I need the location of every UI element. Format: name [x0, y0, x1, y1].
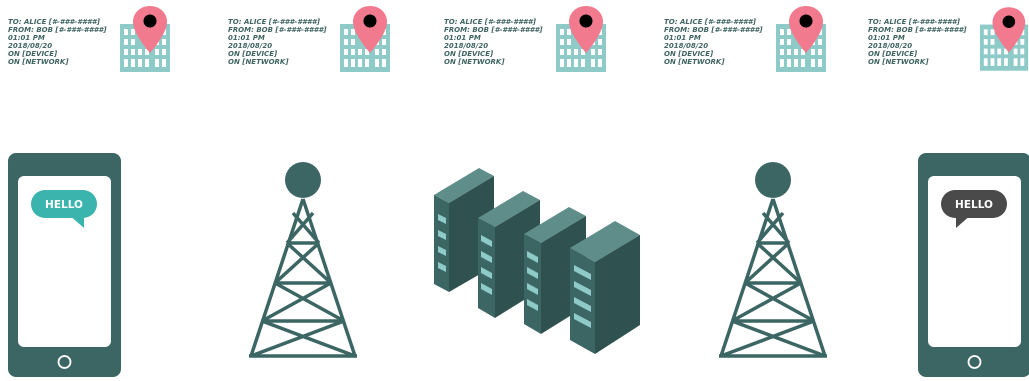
to-line: TO: ALICE [#-###-####]	[868, 18, 960, 26]
metadata-card-4: TO: ALICE [#-###-####] FROM: BOB [#-###-…	[664, 6, 834, 80]
location-pin-building-icon	[340, 6, 390, 72]
from-line: FROM: BOB [#-###-####]	[228, 26, 327, 35]
device-line: ON [DEVICE]	[8, 50, 58, 59]
from-line: FROM: BOB [#-###-####]	[444, 26, 543, 35]
network-line: ON [NETWORK]	[228, 58, 289, 67]
device-line: ON [DEVICE]	[444, 50, 494, 59]
network-line: ON [NETWORK]	[8, 58, 69, 67]
home-button-icon	[57, 355, 72, 369]
time-line: 01:01 PM	[444, 34, 481, 43]
from-line: FROM: BOB [#-###-####]	[868, 26, 967, 35]
metadata-card-5: TO: ALICE [#-###-####] FROM: BOB [#-###-…	[868, 7, 1029, 80]
time-line: 01:01 PM	[868, 34, 905, 43]
network-line: ON [NETWORK]	[664, 58, 725, 67]
chat-bubble-dark: HELLO	[941, 190, 1007, 228]
metadata-card-2: TO: ALICE [#-###-####] FROM: BOB [#-###-…	[228, 6, 398, 80]
date-line: 2018/08/20	[228, 42, 273, 51]
metadata-text: TO: ALICE [#-###-####] FROM: BOB [#-###-…	[228, 18, 348, 67]
time-line: 01:01 PM	[8, 34, 45, 43]
right-phone: HELLO	[918, 153, 1029, 377]
server-rack	[434, 168, 494, 292]
metadata-text: TO: ALICE [#-###-####] FROM: BOB [#-###-…	[664, 18, 784, 67]
server-rack	[570, 221, 640, 354]
smartphone-icon	[918, 153, 1029, 377]
home-button-icon	[967, 355, 982, 369]
date-line: 2018/08/20	[868, 42, 913, 51]
metadata-card-3: TO: ALICE [#-###-####] FROM: BOB [#-###-…	[444, 6, 614, 80]
to-line: TO: ALICE [#-###-####]	[228, 18, 320, 26]
from-line: FROM: BOB [#-###-####]	[8, 26, 107, 35]
chat-bubble-teal: HELLO	[31, 190, 97, 228]
from-line: FROM: BOB [#-###-####]	[664, 26, 763, 35]
metadata-text: TO: ALICE [#-###-####] FROM: BOB [#-###-…	[8, 18, 128, 67]
location-pin-building-icon	[776, 6, 826, 72]
server-racks-icon	[434, 168, 640, 354]
location-pin-building-icon	[120, 6, 170, 72]
date-line: 2018/08/20	[444, 42, 489, 51]
server-rack	[478, 191, 540, 318]
network-line: ON [NETWORK]	[444, 58, 505, 67]
device-line: ON [DEVICE]	[664, 50, 714, 59]
network-line: ON [NETWORK]	[868, 58, 929, 67]
bubble-text: HELLO	[955, 199, 993, 211]
to-line: TO: ALICE [#-###-####]	[8, 18, 100, 26]
metadata-text: TO: ALICE [#-###-####] FROM: BOB [#-###-…	[444, 18, 564, 67]
date-line: 2018/08/20	[8, 42, 53, 51]
location-pin-building-icon	[980, 7, 1029, 71]
to-line: TO: ALICE [#-###-####]	[444, 18, 536, 26]
location-pin-building-icon	[556, 6, 606, 72]
smartphone-icon	[8, 153, 121, 377]
time-line: 01:01 PM	[664, 34, 701, 43]
device-line: ON [DEVICE]	[868, 50, 918, 59]
phone-screen	[928, 176, 1021, 347]
server-rack	[524, 207, 586, 334]
metadata-card-1: TO: ALICE [#-###-####] FROM: BOB [#-###-…	[8, 6, 178, 80]
cell-tower-icon	[249, 162, 357, 358]
device-line: ON [DEVICE]	[228, 50, 278, 59]
left-phone: HELLO	[8, 153, 121, 377]
bubble-text: HELLO	[45, 199, 83, 211]
to-line: TO: ALICE [#-###-####]	[664, 18, 756, 26]
phone-screen	[18, 176, 111, 347]
time-line: 01:01 PM	[228, 34, 265, 43]
cell-tower-icon	[719, 162, 827, 358]
date-line: 2018/08/20	[664, 42, 709, 51]
metadata-text: TO: ALICE [#-###-####] FROM: BOB [#-###-…	[868, 18, 988, 67]
